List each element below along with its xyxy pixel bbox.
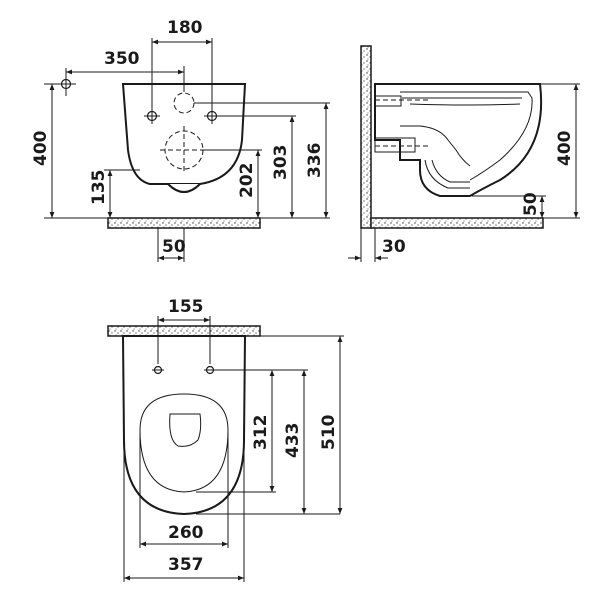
side-bowl-outline: [374, 83, 543, 197]
front-floor-slab: [107, 217, 261, 229]
front-dim-303: 303: [271, 145, 291, 181]
side-dim-30: 30: [382, 237, 406, 257]
side-view: 400 50 30: [348, 45, 580, 262]
front-view: 180 350 400 135 202 303 336 50: [31, 18, 330, 262]
top-dim-260: 260: [168, 523, 204, 543]
front-dim-336: 336: [305, 143, 325, 179]
top-wall-slab: [107, 325, 261, 337]
top-bowl-outline: [121, 335, 247, 516]
top-dim-510: 510: [319, 414, 339, 450]
front-dim-135: 135: [89, 170, 109, 206]
front-dim-50: 50: [162, 237, 186, 257]
top-view: 155 312 433 510 260 357: [107, 297, 344, 582]
front-dim-400: 400: [31, 130, 51, 166]
top-dim-433: 433: [283, 423, 303, 459]
top-water-spot: [169, 413, 202, 447]
front-outlet: [167, 183, 201, 193]
side-dim-400: 400: [555, 130, 575, 166]
front-dim-180: 180: [167, 18, 203, 38]
side-wall: [360, 45, 372, 229]
top-dim-155: 155: [168, 297, 204, 317]
top-dim-357: 357: [168, 555, 204, 575]
side-floor: [370, 217, 544, 229]
front-dim-350: 350: [104, 49, 140, 69]
side-dim-50: 50: [521, 192, 541, 216]
front-dim-202: 202: [237, 163, 257, 199]
top-dim-312: 312: [251, 415, 271, 451]
